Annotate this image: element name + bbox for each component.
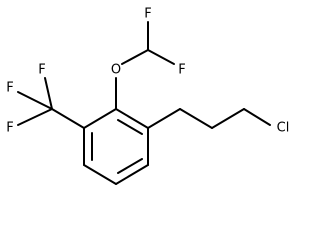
ring-bond-c3-c4 (115, 164, 149, 185)
bond-ring-to-cf3 (51, 108, 85, 129)
bond-ch2-1-to-ch2-2 (179, 108, 213, 129)
atom-label-f-cf3-mid: F (6, 81, 13, 96)
bond-ch2-2-to-ch2-3 (211, 108, 245, 129)
atom-label-f-chf2-right: F (178, 63, 185, 78)
atom-label-f-cf3-top: F (38, 63, 45, 78)
bond-ring-to-ch2-1 (147, 108, 181, 129)
bond-cf3-to-f-mid (17, 91, 53, 110)
bond-o-to-chf2 (121, 49, 149, 65)
atom-label-o-ether: O (111, 63, 121, 78)
ring-bond-c6-c1 (83, 108, 117, 129)
bond-cf3-to-f-bottom (17, 108, 53, 126)
benzene-ring (83, 108, 149, 185)
molecule-diagram: F F O F F F Cl (6, 7, 290, 185)
ring-bond-c1-c2 (115, 108, 149, 129)
ring-double-bond-inner-2 (117, 158, 143, 174)
ring-bond-c4-c5 (83, 164, 117, 185)
atom-label-cl: Cl (277, 121, 290, 136)
atom-label-f-chf2-left: F (144, 7, 151, 22)
atom-label-f-cf3-bottom: F (6, 121, 13, 136)
bond-ch2-3-to-cl (243, 108, 271, 126)
bond-chf2-to-f-right (147, 49, 175, 65)
structure-canvas: F F O F F F Cl (6, 7, 290, 185)
bond-cf3-to-f-top (44, 77, 53, 110)
ring-double-bond-inner-1 (117, 119, 143, 135)
